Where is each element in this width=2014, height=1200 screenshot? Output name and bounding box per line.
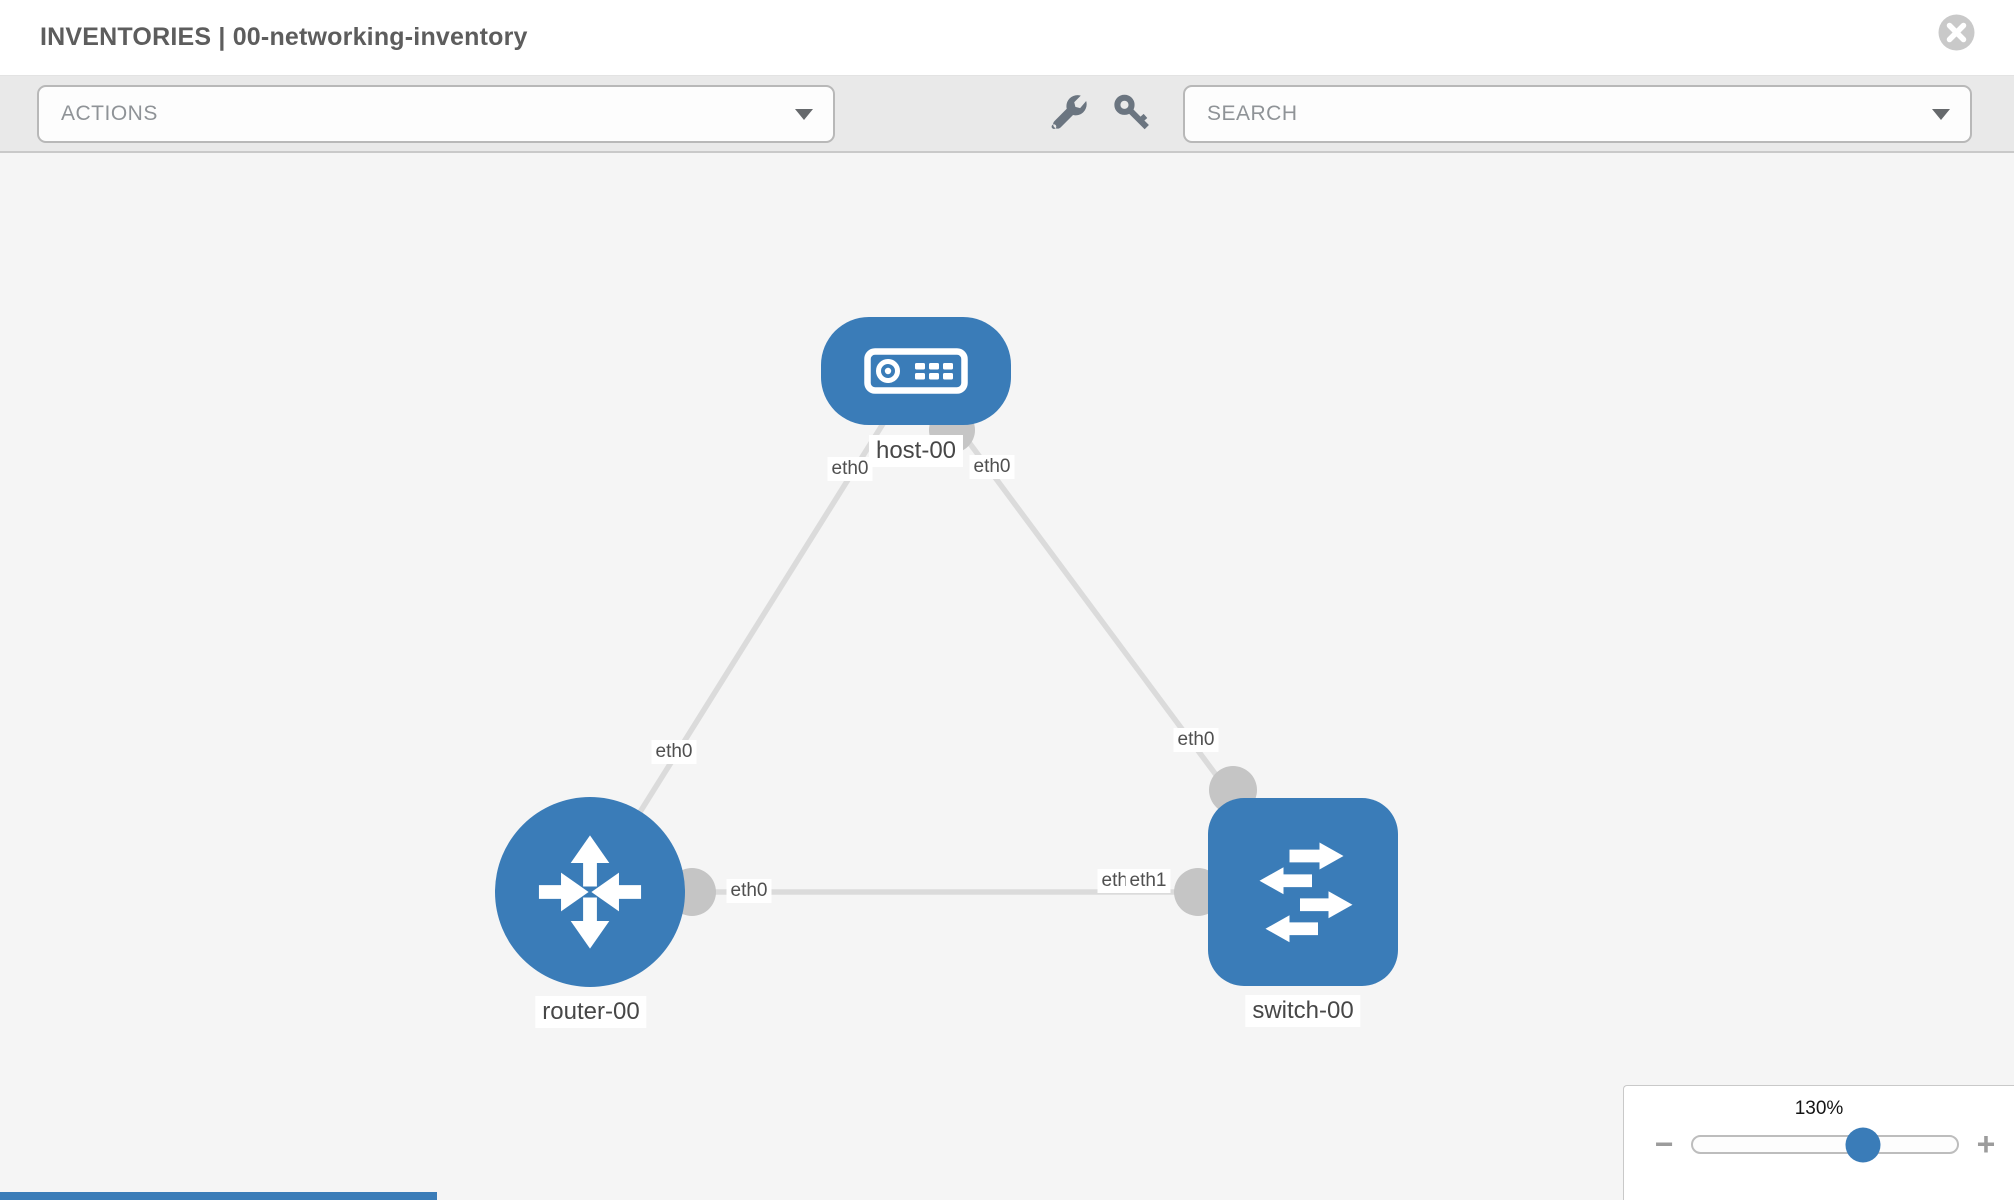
configure-button[interactable] — [1044, 92, 1090, 138]
zoom-out-button[interactable]: − — [1646, 1126, 1682, 1162]
actions-dropdown-label: ACTIONS — [61, 102, 158, 125]
node-label-switch-00: switch-00 — [1245, 995, 1361, 1027]
node-label-host-00: host-00 — [868, 435, 964, 467]
interface-label: eth0 — [969, 455, 1015, 479]
node-switch-00[interactable] — [1208, 798, 1398, 986]
close-icon — [1938, 14, 1975, 51]
credentials-button[interactable] — [1110, 92, 1156, 138]
node-router-00[interactable] — [495, 797, 685, 987]
interface-label: eth1 — [1125, 869, 1171, 893]
search-placeholder: SEARCH — [1207, 102, 1298, 125]
topology-canvas[interactable]: host-00 router-00 — [0, 153, 2014, 1200]
router-icon — [538, 835, 642, 949]
window-header: INVENTORIES | 00-networking-inventory — [0, 0, 2014, 76]
interface-label: eth0 — [651, 740, 697, 764]
chevron-down-icon — [795, 109, 813, 120]
interface-label: eth0 — [827, 457, 873, 481]
search-dropdown[interactable]: SEARCH — [1183, 85, 1972, 143]
topology-links-layer — [587, 369, 1306, 916]
close-button[interactable] — [1938, 14, 1975, 51]
page-title: INVENTORIES | 00-networking-inventory — [40, 23, 528, 51]
actions-dropdown[interactable]: ACTIONS — [37, 85, 835, 143]
zoom-slider-track[interactable] — [1691, 1127, 1959, 1162]
zoom-in-button[interactable]: + — [1968, 1126, 2004, 1162]
chevron-down-icon — [1932, 109, 1950, 120]
node-host-00[interactable] — [821, 317, 1011, 425]
node-label-router-00: router-00 — [535, 996, 647, 1028]
zoom-control-panel: 130% − + — [1623, 1085, 2014, 1200]
interface-label: eth0 — [726, 879, 772, 903]
key-icon — [1114, 94, 1149, 129]
zoom-level-value: 130% — [1794, 1098, 1844, 1119]
wrench-icon — [1051, 94, 1087, 129]
bottom-left-accent-bar — [0, 1192, 437, 1200]
switch-icon — [1259, 842, 1353, 943]
toolbar: ACTIONS SEARCH — [0, 76, 2014, 153]
host-icon — [864, 348, 968, 394]
interface-label: eth0 — [1173, 728, 1219, 752]
zoom-slider-thumb[interactable] — [1845, 1127, 1881, 1162]
